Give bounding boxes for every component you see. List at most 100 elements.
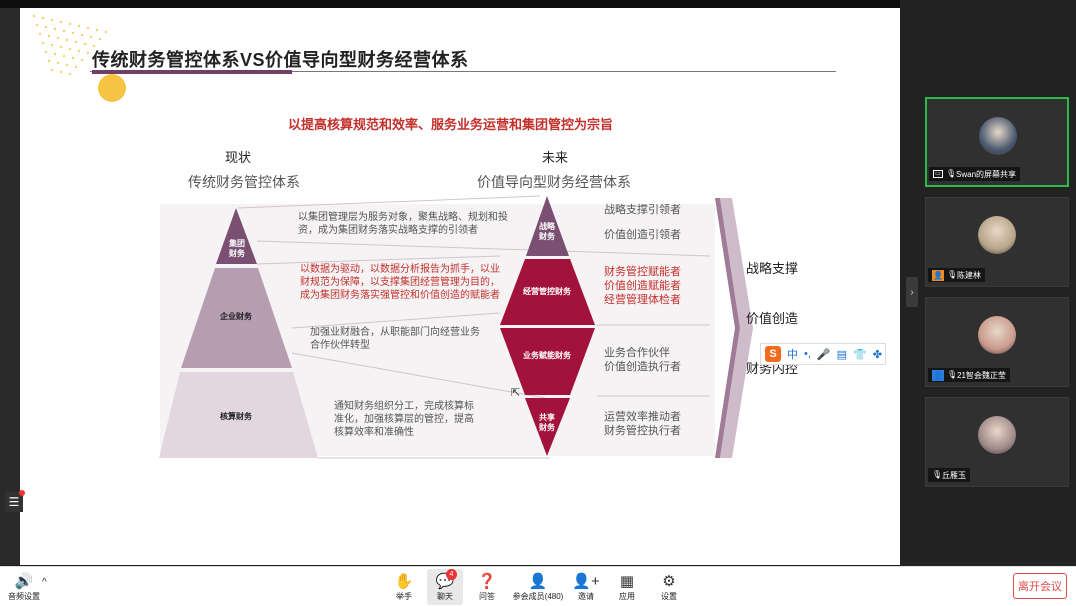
decorative-dot	[50, 18, 54, 22]
gear-icon: ⚙	[662, 572, 676, 590]
leave-meeting-button[interactable]: 离开会议	[1013, 573, 1067, 599]
raise-hand-button[interactable]: ✋ 举手	[388, 569, 420, 605]
roles-operation-control: 财务管控赋能者 价值创造赋能者 经营管理体检者	[604, 265, 681, 307]
right-shape-top	[526, 196, 569, 256]
decorative-dot	[53, 52, 57, 56]
right-arrow-shape	[715, 198, 740, 458]
right-arrow-fill	[720, 198, 753, 458]
decorative-dot	[80, 33, 84, 37]
apps-button[interactable]: ▦ 应用	[611, 569, 643, 605]
right-shape-label-bottom: 共享财务	[539, 413, 555, 432]
decorative-dot	[71, 31, 75, 35]
role-line: 经营管理体检者	[604, 294, 681, 306]
decorative-dots	[32, 14, 108, 76]
role-line: 财务管控执行者	[604, 425, 681, 437]
settings-button[interactable]: ⚙ 设置	[653, 569, 685, 605]
decorative-dot	[32, 14, 36, 18]
decorative-dot	[56, 36, 60, 40]
roles-shared: 运营效率推动者 财务管控执行者	[604, 410, 681, 438]
decorative-dot	[98, 37, 102, 41]
ime-chinese-toggle[interactable]: 中	[787, 349, 798, 361]
roles-business-enablement: 业务合作伙伴 价值创造执行者	[604, 346, 681, 374]
avatar	[978, 216, 1016, 254]
desc-operation-control: 以数据为驱动，以数据分析报告为抓手，以业财规范为保障，以支撑集团经营管理为目的，…	[300, 264, 500, 301]
chat-button[interactable]: 💬 聊天 4	[427, 569, 463, 605]
mic-icon: 🎙	[947, 370, 958, 379]
toolbar-label: 设置	[661, 591, 677, 601]
audio-settings-button[interactable]: 🔊 音频设置	[6, 569, 42, 605]
chevron-up-icon[interactable]: ^	[42, 577, 47, 588]
decorative-dot	[59, 20, 63, 24]
decorative-dot	[44, 25, 48, 29]
role-line: 价值创造执行者	[604, 361, 681, 373]
toolbar-label: 邀请	[578, 591, 594, 601]
right-shape-label-top: 战略财务	[539, 222, 555, 241]
invite-icon: 👤+	[572, 572, 600, 590]
meeting-toolbar: 🔊 音频设置 ^ ✋ 举手 💬 聊天 4 ❓ 问答 👤 参会成员(480) 👤+…	[0, 566, 1076, 606]
tile-name-bar: 👤 🎙 21智会魏正莹	[928, 368, 1010, 382]
qa-button[interactable]: ❓ 问答	[471, 569, 503, 605]
role-line: 价值创造赋能者	[604, 280, 681, 292]
label-future: 未来	[542, 150, 569, 165]
toolbar-label: 问答	[479, 591, 495, 601]
slide-slogan: 以提高核算规范和效率、服务业务运营和集团管控为宗旨	[288, 117, 614, 132]
avatar	[979, 117, 1017, 155]
decorative-dot	[86, 51, 90, 55]
ime-keyboard-icon[interactable]: ▤	[836, 348, 848, 361]
participants-icon: 👤	[528, 572, 548, 590]
decorative-dot	[41, 41, 45, 45]
decorative-dot	[74, 40, 78, 44]
decorative-dot	[71, 56, 75, 60]
left-pyramid-label-top: 集团财务	[229, 239, 245, 258]
decorative-dot	[56, 61, 60, 65]
video-tile-participant[interactable]: 👤 🎙 陈建林	[925, 197, 1069, 287]
decorative-dot	[77, 49, 81, 53]
desc-strategy: 以集团管理层为服务对象，聚焦战略、规划和投资，成为集团财务落实战略支撑的引领者	[298, 212, 508, 236]
screen-share-icon: ▭	[933, 170, 943, 178]
decorative-dot	[68, 22, 72, 26]
right-shape-upper	[500, 259, 595, 325]
ime-voice-icon[interactable]: 🎤	[816, 348, 831, 361]
decorative-dot	[92, 44, 96, 48]
role-line: 战略支撑引领者	[604, 204, 681, 216]
participant-name: Swan的屏幕共享	[956, 169, 1017, 179]
video-tile-screen-share[interactable]: ▭ 🎙 Swan的屏幕共享	[925, 97, 1069, 187]
participant-name: 陈建林	[957, 270, 981, 280]
ime-skin-icon[interactable]: 👕	[853, 348, 867, 361]
decorative-dot	[104, 30, 108, 34]
title-rule	[90, 71, 836, 72]
ime-toolbox-icon[interactable]: ✤	[872, 348, 882, 361]
right-shape-label-lower: 业务赋能财务	[523, 351, 571, 360]
list-menu-icon[interactable]: ☰	[5, 490, 25, 512]
label-now: 现状	[225, 150, 252, 165]
video-tile-participant[interactable]: 🎙 丘雁玉	[925, 397, 1069, 487]
decorative-dot	[50, 43, 54, 47]
invite-button[interactable]: 👤+ 邀请	[570, 569, 602, 605]
label-now-system: 传统财务管控体系	[188, 174, 300, 190]
ime-punctuation-icon[interactable]: •,	[804, 348, 811, 360]
left-pyramid-label-middle: 企业财务	[220, 312, 252, 321]
video-tile-participant[interactable]: 👤 🎙 21智会魏正莹	[925, 297, 1069, 387]
decorative-dot	[83, 42, 87, 46]
mic-icon: 🎙	[932, 470, 943, 479]
tile-name-bar: 👤 🎙 陈建林	[928, 268, 985, 282]
decorative-dot	[44, 50, 48, 54]
decorative-dot	[89, 35, 93, 39]
ime-toolbar[interactable]: S 中 •, 🎤 ▤ 👕 ✤	[760, 343, 886, 365]
decorative-dot	[86, 26, 90, 30]
connector-lines	[237, 195, 711, 459]
collapse-panel-icon[interactable]: ›	[906, 277, 918, 307]
participant-name: 丘雁玉	[942, 470, 966, 480]
notification-dot	[19, 490, 25, 496]
toolbar-label: 应用	[619, 591, 635, 601]
toolbar-label: 聊天	[437, 591, 453, 601]
title-accent-bar	[92, 70, 292, 74]
participants-button[interactable]: 👤 参会成员(480)	[510, 569, 566, 605]
decorative-dot	[35, 23, 39, 27]
ime-logo-icon[interactable]: S	[765, 346, 781, 362]
hand-icon: ✋	[394, 572, 414, 590]
decorative-dot	[65, 38, 69, 42]
mic-icon: 🎙	[946, 169, 957, 178]
slide-title: 传统财务管控体系VS价值导向型财务经营体系	[92, 50, 469, 70]
